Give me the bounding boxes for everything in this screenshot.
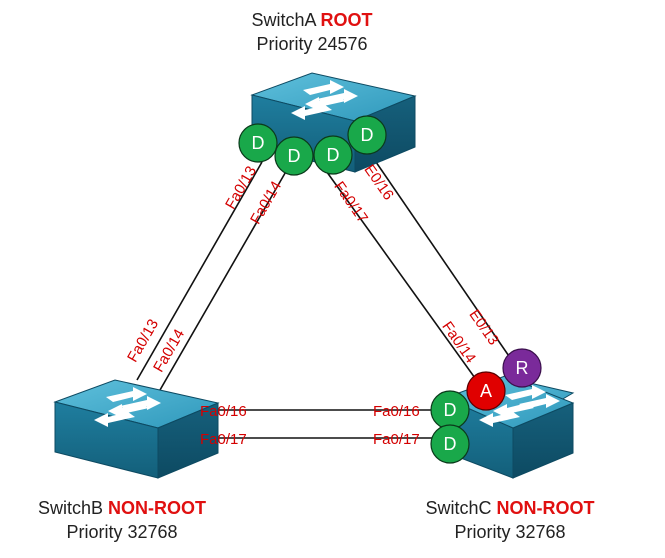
svg-text:D: D xyxy=(288,146,301,166)
port-label-b-fa017: Fa0/17 xyxy=(200,431,247,448)
port-label-b-fa016: Fa0/16 xyxy=(200,403,247,420)
svg-text:D: D xyxy=(252,133,265,153)
badge-a-fa014[interactable]: D xyxy=(274,136,314,176)
switch-b-role: NON-ROOT xyxy=(108,498,207,518)
switch-a-title: SwitchA ROOT xyxy=(232,8,392,32)
switch-c-caption: SwitchC NON-ROOT Priority 32768 xyxy=(410,496,610,544)
svg-text:R: R xyxy=(516,358,529,378)
switch-a-role: ROOT xyxy=(320,10,373,30)
link-a-b-fa013 xyxy=(136,161,263,381)
links xyxy=(136,145,514,439)
badge-a-fa017[interactable]: D xyxy=(313,135,353,175)
port-label-a-e016: E0/16 xyxy=(360,161,396,203)
port-label-c-fa017: Fa0/17 xyxy=(373,431,420,448)
badge-c-fa017[interactable]: D xyxy=(430,424,470,464)
badge-a-fa013[interactable]: D xyxy=(238,123,278,163)
link-a-b-fa014 xyxy=(159,167,289,391)
badge-a-e016[interactable]: D xyxy=(347,115,387,155)
badge-c-root[interactable]: R xyxy=(502,348,542,388)
switch-b-icon[interactable] xyxy=(53,379,220,479)
switch-c-priority: Priority 32768 xyxy=(454,522,566,542)
port-role-badges: D D D D A R D D xyxy=(238,115,542,464)
switch-arrows-icon xyxy=(291,80,358,120)
switch-c-icon[interactable] xyxy=(443,375,575,479)
port-label-a-fa017: Fa0/17 xyxy=(330,178,371,226)
switch-b-caption: SwitchB NON-ROOT Priority 32768 xyxy=(22,496,222,544)
switch-c-role: NON-ROOT xyxy=(496,498,595,518)
switch-a-caption: SwitchA ROOT Priority 24576 xyxy=(232,8,392,56)
switch-b-title: SwitchB NON-ROOT xyxy=(22,496,222,520)
switch-arrows-icon xyxy=(479,385,560,427)
switch-c-name: SwitchC xyxy=(425,498,492,518)
badge-c-fa016[interactable]: D xyxy=(430,390,470,430)
svg-text:A: A xyxy=(480,381,492,401)
switch-a-name: SwitchA xyxy=(251,10,316,30)
switch-b-name: SwitchB xyxy=(37,498,103,518)
svg-text:D: D xyxy=(361,125,374,145)
switch-b-priority: Priority 32768 xyxy=(66,522,178,542)
svg-text:D: D xyxy=(444,434,457,454)
badge-c-alternate[interactable]: A xyxy=(466,371,506,411)
port-label-c-e013: E0/13 xyxy=(465,306,501,348)
switch-a-priority: Priority 24576 xyxy=(256,34,368,54)
port-label-a-fa014: Fa0/14 xyxy=(247,178,285,227)
link-a-c-fa017 xyxy=(323,167,481,386)
link-a-c-e016 xyxy=(364,145,514,363)
svg-text:D: D xyxy=(327,145,340,165)
svg-text:D: D xyxy=(444,400,457,420)
switch-arrows-icon xyxy=(94,387,161,427)
port-label-c-fa016: Fa0/16 xyxy=(373,403,420,420)
switch-c-title: SwitchC NON-ROOT xyxy=(410,496,610,520)
